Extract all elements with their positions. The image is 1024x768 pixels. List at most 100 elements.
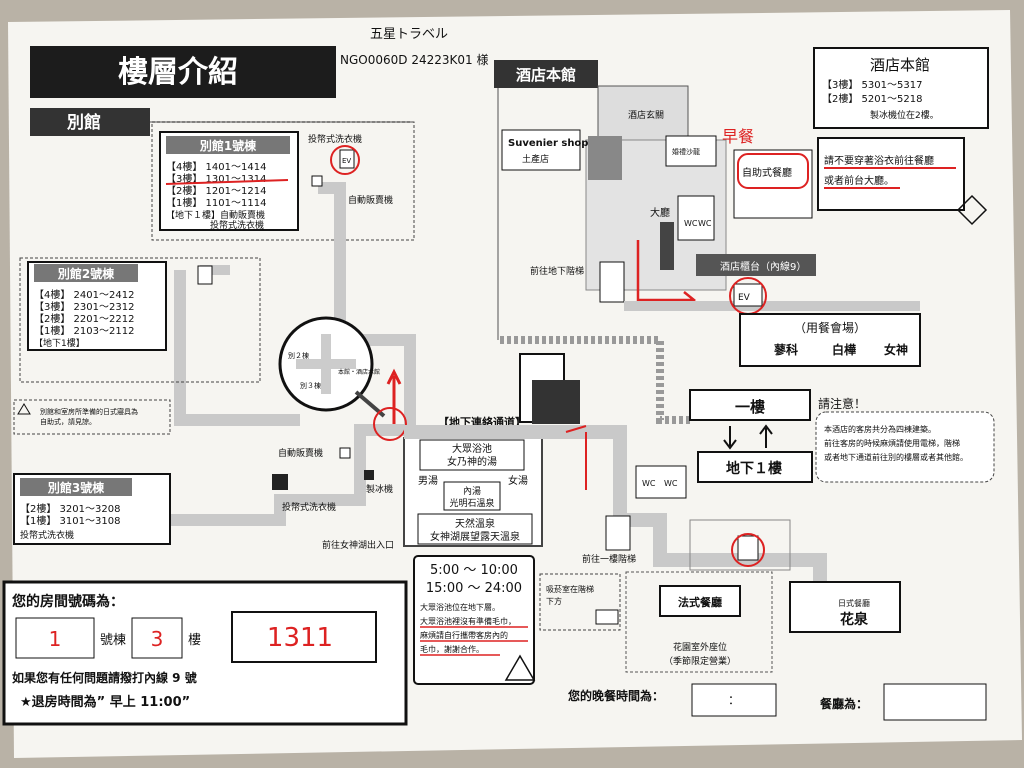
sofa-label: 婚禮沙龍: [672, 147, 700, 156]
coin-laundry-2-label: 投幣式洗衣機: [282, 501, 336, 513]
bldg2-row: 【1樓】 2103～2112: [34, 324, 134, 337]
annex-banner: [30, 108, 150, 136]
bldg2-row: 【地下1樓】: [34, 337, 85, 349]
handwritten-breakfast: 早餐: [722, 127, 754, 146]
garden-area: [625, 571, 773, 673]
room-number-box: [231, 611, 377, 663]
outdoor-bath-1: 天然溫泉: [455, 517, 495, 530]
main-info-title: 酒店本館: [870, 56, 930, 74]
buffet-label: 自助式餐廳: [742, 166, 792, 179]
outdoor-bath-box: [417, 513, 533, 545]
contact-line: 如果您有任何問題請撥打內線 9 號: [12, 670, 197, 685]
dinner-time-label: 您的晚餐時間為：: [568, 688, 664, 703]
red-circle: [330, 145, 360, 175]
compass-b3: 別３棟: [300, 381, 321, 390]
handwritten-note-1: 五星トラベル: [370, 27, 448, 42]
bath-time-1: 5:00 ～ 10:00: [430, 563, 518, 578]
bath-note: 大眾浴池裡沒有準備毛巾，: [420, 616, 516, 626]
red-circle: [373, 407, 407, 441]
bldg3-row: 【1樓】 3101～3108: [20, 514, 120, 527]
bath-line2: 女乃神的湯: [447, 455, 497, 468]
buffet-box: [733, 149, 813, 219]
notice-text: 自助式，請見諒。: [40, 417, 96, 426]
attention-text: 前往客房的時候麻煩請使用電梯，階梯: [824, 438, 960, 448]
japanese-restaurant-sub: 日式餐廳: [838, 598, 870, 608]
compass-main: 本館・酒店本館: [338, 368, 380, 376]
ev-icon: [272, 474, 288, 490]
dinner-place-label: 餐廳為：: [820, 696, 868, 711]
building-number-value: 1: [49, 627, 62, 651]
floor-number-box: [131, 617, 183, 659]
bldg1-title-bg: [166, 136, 290, 154]
main-info-card: [813, 47, 989, 129]
warning-icon: [17, 403, 31, 415]
bath-time-2: 15:00 ～ 24:00: [426, 581, 522, 596]
ev-label: EV: [738, 293, 751, 303]
red-arrow: [386, 368, 402, 424]
dinner-place-box[interactable]: [883, 683, 987, 721]
bldg1-row: 【1樓】 1101～1114: [166, 196, 266, 209]
room-number-label: 您的房間號碼為：: [12, 593, 124, 610]
floor-1-label: 一樓: [735, 398, 765, 416]
title-banner: [30, 46, 336, 98]
page-title: 樓層介紹: [118, 55, 238, 90]
annex-corridor: [154, 182, 416, 540]
warning-icon: [956, 194, 988, 226]
french-restaurant-box: [659, 585, 741, 617]
wc-box: [677, 195, 715, 241]
dinner-time-box[interactable]: [691, 683, 777, 717]
stair-block-dark: [660, 222, 674, 270]
warning-icon: [504, 654, 536, 681]
ev-label: EV: [342, 157, 351, 165]
room-number-value: 1311: [267, 623, 333, 653]
lake-exit-label: 前往女神湖出入口: [322, 539, 394, 551]
vending-icon: [311, 175, 323, 187]
dining-room-name: 蓼科: [773, 342, 798, 357]
smoking-room-text: 吸菸室在階梯: [546, 584, 594, 594]
ice-machine-label: 製冰機: [366, 483, 393, 495]
wc-box: [635, 465, 687, 499]
wc-label: WC: [664, 479, 678, 488]
compass-b2: 別２棟: [288, 351, 309, 360]
floor-b1-box: [697, 451, 813, 483]
bath-hours-card: [413, 555, 535, 685]
wc-label: WC: [684, 219, 698, 228]
attention-text: 本酒店的客房共分為四棟建築。: [824, 424, 936, 434]
main-info-note: 製冰機位在2樓。: [870, 109, 939, 121]
bldg1-row: 【4樓】 1401～1414: [166, 160, 266, 173]
dining-title: （用餐會場）: [794, 320, 866, 335]
red-route: [565, 425, 587, 433]
annex-label: 別館: [66, 112, 101, 133]
ev-icon: [737, 535, 759, 561]
bldg1-row: 投幣式洗衣機: [210, 219, 264, 231]
smoking-icon: [595, 609, 619, 625]
coin-laundry-label: 投幣式洗衣機: [308, 133, 362, 145]
bath-women: 女湯: [508, 474, 528, 487]
red-circle: [737, 153, 809, 189]
dining-room-name: 女神: [884, 342, 908, 357]
main-info-row: 【3樓】 5301～5317: [822, 78, 922, 91]
wc-label: WC: [698, 219, 712, 228]
first-floor-stairs-icon: [605, 515, 631, 551]
bldg1-row: 【2樓】 1201～1214: [166, 184, 266, 197]
bldg2-row: 【4樓】 2401～2412: [34, 288, 134, 301]
inner-bath-1: 內湯: [463, 486, 481, 497]
bldg1-title: 別館1號棟: [199, 138, 257, 153]
bldg3-title-bg: [20, 478, 132, 496]
dotted-path: [500, 336, 690, 424]
bldg2-area: [19, 257, 261, 383]
front-desk-bar: [696, 254, 816, 276]
souvenir-block: [588, 136, 622, 180]
dining-hall-box: [739, 313, 921, 367]
checkout-line: ★退房時間為” 早上 11:00”: [20, 694, 190, 710]
floor-1-box: [689, 389, 811, 421]
bath-title-box: [419, 439, 525, 471]
smoking-room-text: 下方: [546, 596, 562, 606]
outdoor-bath-2: 女神湖展望露天溫泉: [430, 530, 520, 543]
lobby-label: 大廳: [650, 206, 670, 219]
garden-text: 花園室外座位: [673, 641, 727, 653]
ev-icon: [733, 283, 763, 307]
bath-line1: 大眾浴池: [452, 442, 492, 455]
attention-text: 或者地下通道前往別的樓層或者其他館。: [824, 452, 968, 462]
